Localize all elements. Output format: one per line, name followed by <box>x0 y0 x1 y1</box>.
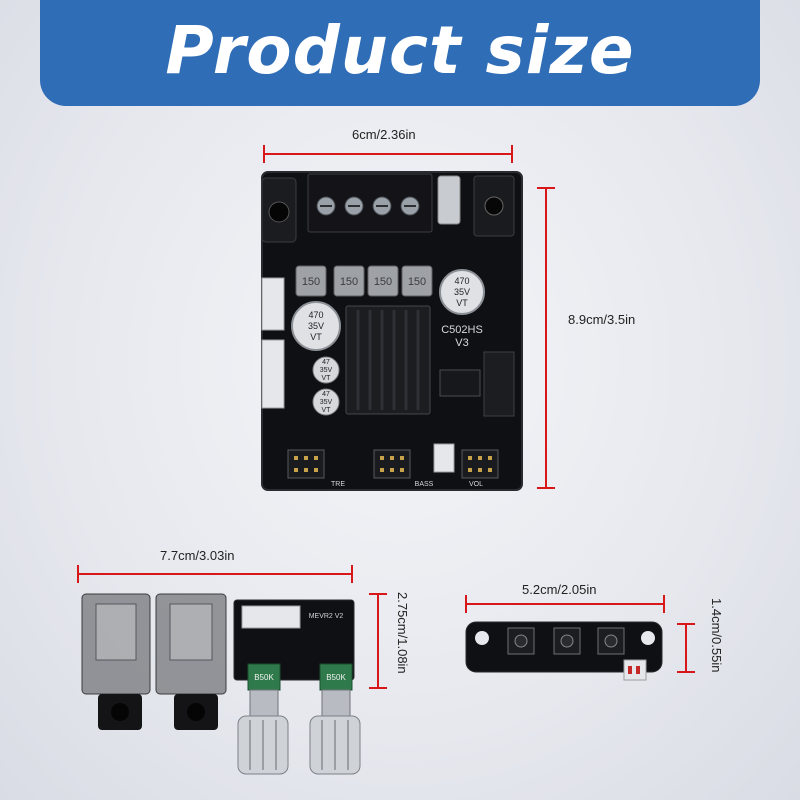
board-version-label: V3 <box>455 337 468 349</box>
tone-board-height-label: 2.75cm/1.08in <box>395 592 410 674</box>
pot-label: B50K <box>326 673 346 682</box>
main-board: 150 150 150 150 470 35V VT 470 35V VT 47… <box>261 171 523 491</box>
capacitor-label: VT <box>322 407 332 414</box>
main-board-dimensions <box>263 145 555 489</box>
inductor-label: 150 <box>302 276 320 288</box>
button-board-height-label: 1.4cm/0.55in <box>709 598 724 673</box>
button-board-dimensions <box>465 595 695 673</box>
title-banner: Product size <box>40 0 760 106</box>
capacitor-label: 47 <box>322 359 330 366</box>
tone-board-width-label: 7.7cm/3.03in <box>160 548 235 563</box>
page-title: Product size <box>165 12 635 89</box>
tone-board-dimensions <box>77 565 387 689</box>
capacitor-label: 35V <box>320 367 333 374</box>
capacitor-label: 47 <box>322 391 330 398</box>
capacitor-label: 35V <box>308 321 324 331</box>
pot-label: B50K <box>254 673 274 682</box>
capacitor-label: 470 <box>308 310 323 320</box>
capacitor-label: 35V <box>320 399 333 406</box>
capacitor-label: VT <box>310 332 322 342</box>
header-label: BASS <box>415 481 434 488</box>
main-board-height-label: 8.9cm/3.5in <box>568 312 636 327</box>
capacitor-label: 470 <box>454 276 469 286</box>
button-board <box>465 621 663 681</box>
capacitor-label: VT <box>322 375 332 382</box>
tone-board-model-label: MEVR2 V2 <box>309 613 344 620</box>
capacitor-label: 35V <box>454 287 470 297</box>
header-label: TRE <box>331 481 345 488</box>
inductor-label: 150 <box>340 276 358 288</box>
inductor-label: 150 <box>374 276 392 288</box>
tone-board: MEVR2 V2 B50K B50K <box>81 593 361 775</box>
capacitor-label: VT <box>456 298 468 308</box>
board-model-label: C502HS <box>441 324 483 336</box>
inductor-label: 150 <box>408 276 426 288</box>
main-board-width-label: 6cm/2.36in <box>352 127 416 142</box>
header-label: VOL <box>469 481 483 488</box>
button-board-width-label: 5.2cm/2.05in <box>522 582 597 597</box>
